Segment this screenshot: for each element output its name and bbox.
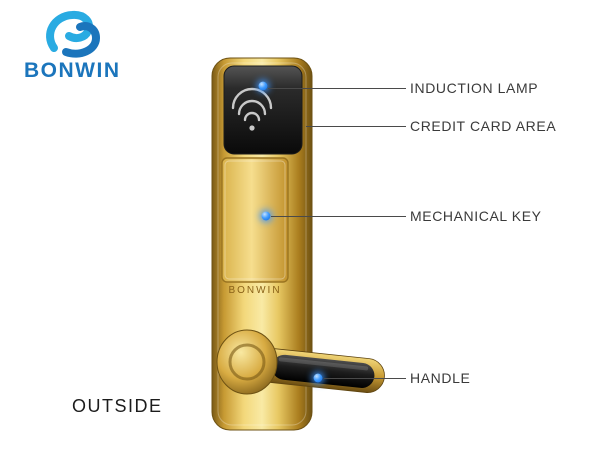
handle-hub	[216, 329, 278, 395]
handle-marker	[313, 373, 323, 383]
bonwin-logo: BONWIN	[24, 8, 144, 81]
handle-grip-highlight	[278, 357, 369, 371]
credit-card-area-label: CREDIT CARD AREA	[410, 118, 557, 134]
bonwin-logo-mark-icon	[46, 10, 101, 58]
handle-hub-collar	[228, 343, 266, 381]
key-cover-highlight	[224, 160, 286, 280]
wifi-arcs-icon	[231, 87, 273, 122]
handle-lever	[237, 346, 385, 393]
induction-lamp-leader-line	[268, 88, 406, 89]
induction-lamp-label: INDUCTION LAMP	[410, 80, 539, 96]
mechanical-key-leader-line	[271, 216, 406, 217]
key-cover-panel	[221, 157, 289, 283]
credit-card-area-leader-line	[306, 126, 406, 127]
mechanical-key-marker	[261, 211, 271, 221]
card-reader-panel	[223, 65, 303, 155]
outside-label: OUTSIDE	[72, 396, 163, 416]
reader-dot	[249, 125, 255, 131]
lock-engraving: BONWIN	[228, 285, 281, 296]
induction-lamp-marker	[258, 81, 268, 91]
brand-name: BONWIN	[24, 59, 121, 82]
mechanical-key-label: MECHANICAL KEY	[410, 208, 542, 224]
lock-body	[211, 57, 313, 431]
lock-body-highlight	[217, 62, 307, 426]
handle-grip	[271, 354, 375, 388]
handle-leader-line	[324, 378, 406, 379]
handle-label: HANDLE	[410, 370, 471, 386]
